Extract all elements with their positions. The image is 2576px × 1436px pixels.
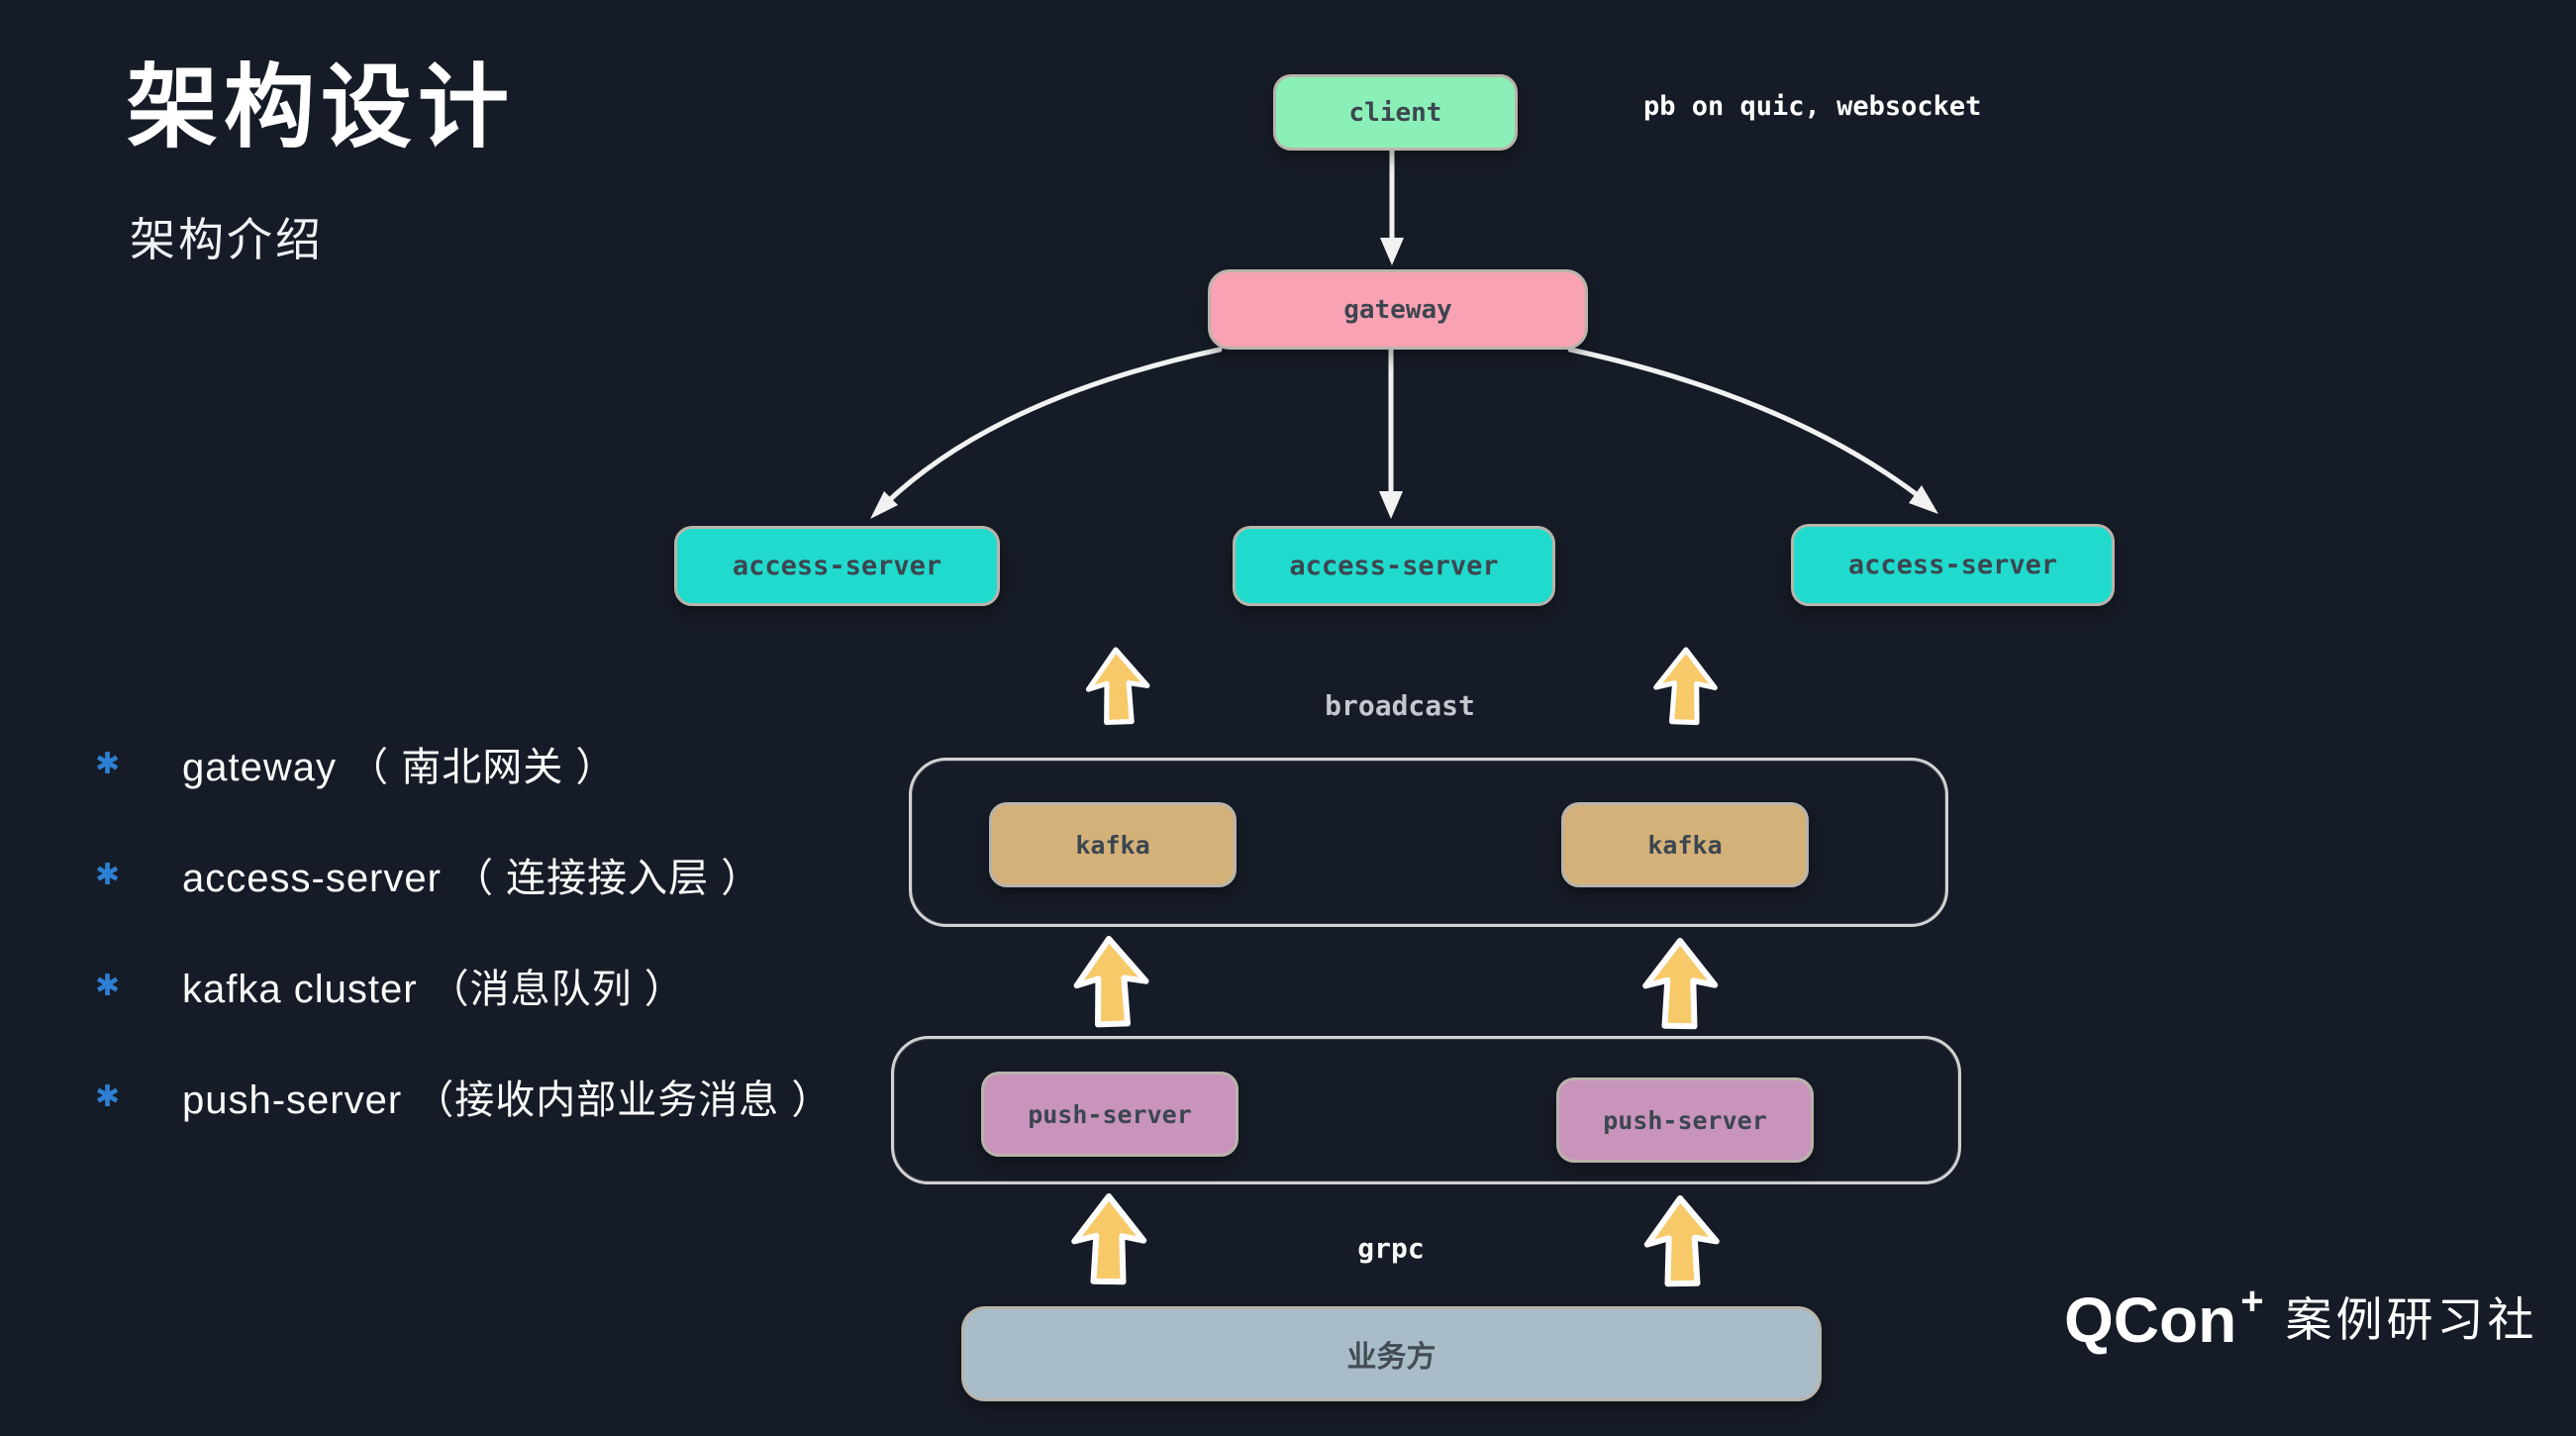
node-client: client (1273, 74, 1518, 151)
node-kafka-1: kafka (989, 802, 1237, 887)
qcon-logo: QCon + 案例研习社 (2064, 1280, 2538, 1356)
broadcast-arrow-right-icon (1655, 649, 1717, 723)
legend-item-push-server: ✱ push-server （接收内部业务消息 ） (95, 1074, 832, 1122)
page-subtitle: 架构介绍 (130, 214, 324, 265)
asterisk-bullet-icon: ✱ (95, 1079, 122, 1113)
edge-label-grpc: grpc (1357, 1232, 1425, 1265)
push-server-container (891, 1036, 1961, 1184)
legend-list: ✱ gateway （ 南北网关 ） ✱ access-server （ 连接接… (95, 741, 832, 1184)
asterisk-bullet-icon: ✱ (95, 747, 122, 780)
node-gateway: gateway (1208, 269, 1588, 350)
grpc-arrow-right-icon (1646, 1197, 1717, 1283)
node-push-server-1: push-server (981, 1072, 1238, 1157)
edge-gateway-access-middle (1379, 344, 1403, 519)
qcon-logo-suffix: 案例研习社 (2285, 1293, 2538, 1346)
kafka-cluster-container (909, 758, 1948, 927)
legend-item-label: kafka cluster （消息队列 ） (182, 968, 685, 1011)
grpc-arrow-left-icon (1074, 1195, 1144, 1282)
asterisk-bullet-icon: ✱ (95, 969, 122, 1002)
push-kafka-arrow-left-icon (1075, 938, 1147, 1025)
legend-item-kafka-cluster: ✱ kafka cluster （消息队列 ） (95, 963, 832, 1011)
qcon-logo-text: QCon (2064, 1284, 2237, 1356)
qcon-logo-plus: + (2240, 1280, 2264, 1323)
push-kafka-arrow-right-icon (1645, 940, 1716, 1026)
legend-item-gateway: ✱ gateway （ 南北网关 ） (95, 741, 832, 789)
node-access-server-2: access-server (1233, 526, 1555, 606)
edge-gateway-access-right (1567, 347, 1938, 514)
edge-gateway-access-left (870, 347, 1223, 519)
protocol-note: pb on quic, websocket (1643, 91, 1982, 122)
legend-item-access-server: ✱ access-server （ 连接接入层 ） (95, 852, 832, 900)
legend-item-label: gateway （ 南北网关 ） (182, 746, 617, 789)
node-access-server-1: access-server (674, 526, 1000, 606)
asterisk-bullet-icon: ✱ (95, 858, 122, 891)
node-kafka-2: kafka (1561, 802, 1809, 887)
legend-item-label: access-server （ 连接接入层 ） (182, 857, 762, 900)
page-title: 架构设计 (127, 57, 516, 158)
edge-label-broadcast: broadcast (1325, 689, 1475, 722)
node-business: 业务方 (961, 1306, 1822, 1401)
edge-client-gateway (1380, 144, 1404, 265)
node-access-server-3: access-server (1791, 524, 2115, 606)
node-push-server-2: push-server (1556, 1077, 1814, 1163)
broadcast-arrow-left-icon (1087, 649, 1148, 723)
legend-item-label: push-server （接收内部业务消息 ） (182, 1078, 833, 1122)
